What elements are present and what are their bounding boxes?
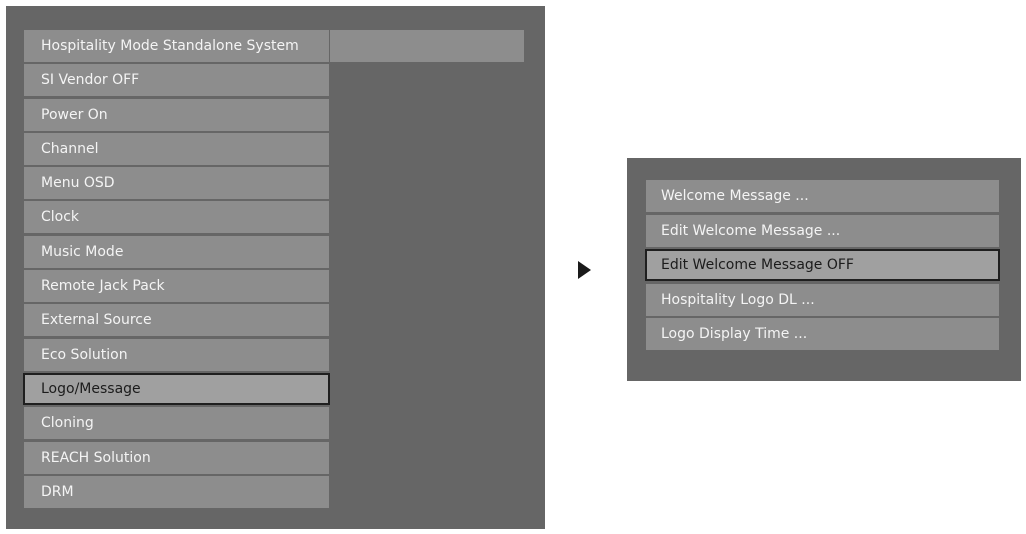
submenu-item-hospitality-logo-dl[interactable]: Hospitality Logo DL ... [646, 283, 999, 316]
menu-item-drm[interactable]: DRM [24, 475, 329, 508]
menu-value-field [330, 30, 524, 62]
main-menu-list: Hospitality Mode Standalone System SI Ve… [23, 30, 330, 510]
menu-item-eco-solution[interactable]: Eco Solution [24, 338, 329, 371]
menu-item-clock[interactable]: Clock [24, 201, 329, 234]
menu-item-power-on[interactable]: Power On [24, 98, 329, 131]
menu-item-external-source[interactable]: External Source [24, 304, 329, 337]
submenu-list: Welcome Message ... Edit Welcome Message… [645, 180, 1000, 353]
menu-item-cloning[interactable]: Cloning [24, 407, 329, 440]
menu-item-reach-solution[interactable]: REACH Solution [24, 441, 329, 474]
menu-item-music-mode[interactable]: Music Mode [24, 235, 329, 268]
menu-item-channel[interactable]: Channel [24, 132, 329, 165]
menu-item-menu-osd[interactable]: Menu OSD [24, 167, 329, 200]
submenu-item-edit-welcome-message-off[interactable]: Edit Welcome Message OFF [645, 249, 1000, 281]
submenu-panel: Welcome Message ... Edit Welcome Message… [627, 158, 1021, 381]
submenu-item-edit-welcome-message[interactable]: Edit Welcome Message ... [646, 214, 999, 247]
menu-item-hospitality-mode[interactable]: Hospitality Mode Standalone System [24, 30, 329, 62]
submenu-item-logo-display-time[interactable]: Logo Display Time ... [646, 318, 999, 350]
menu-item-logo-message[interactable]: Logo/Message [23, 372, 330, 405]
menu-item-remote-jack-pack[interactable]: Remote Jack Pack [24, 270, 329, 303]
submenu-item-welcome-message[interactable]: Welcome Message ... [646, 180, 999, 212]
menu-item-si-vendor[interactable]: SI Vendor OFF [24, 64, 329, 97]
main-menu-panel: Hospitality Mode Standalone System SI Ve… [6, 6, 545, 529]
play-arrow-icon [578, 261, 591, 279]
